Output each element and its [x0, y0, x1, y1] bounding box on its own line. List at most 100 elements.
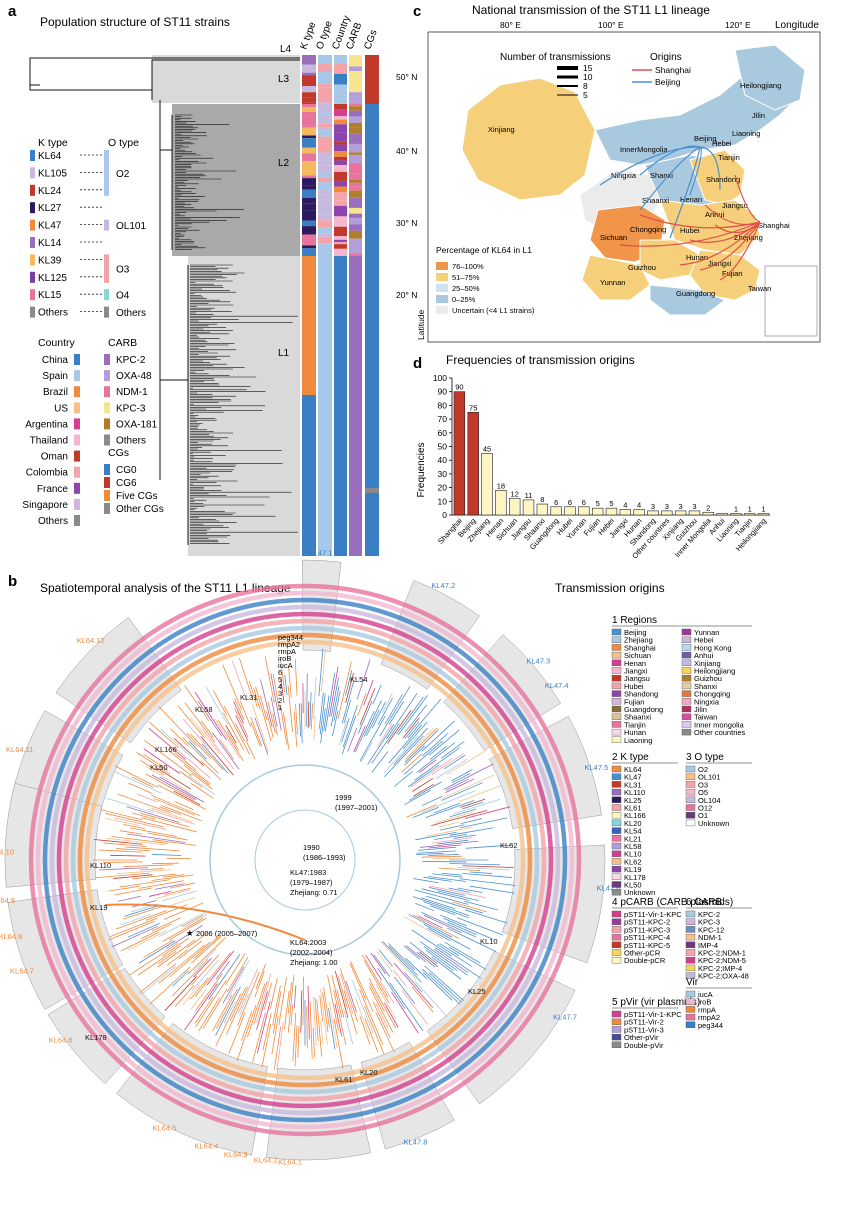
tree-branch [155, 884, 185, 890]
annotation-cell [302, 178, 316, 186]
province-label: InnerMongolia [620, 145, 668, 154]
tree-branch [270, 978, 277, 1009]
legend-label: Double-pVir [624, 1041, 664, 1050]
tree-branch [422, 861, 466, 862]
legend-swatch [612, 629, 621, 635]
tree-branch [188, 775, 215, 795]
tree-branch [342, 681, 354, 723]
tree-branch [454, 835, 477, 838]
annotation-cell [334, 109, 347, 116]
lat-tick-30: 30° N [396, 218, 417, 228]
y-tick-label: 80 [438, 400, 448, 410]
percentage-label: 25–50% [452, 284, 480, 293]
legend-swatch [686, 965, 695, 971]
tree-branch [470, 872, 492, 874]
tree-branch [265, 656, 274, 703]
panel-d: d Frequencies of transmission origins Fr… [413, 353, 770, 560]
legend-swatch [686, 774, 695, 780]
legend-swatch [612, 874, 621, 880]
tree-branch [416, 853, 444, 854]
tree-branch [461, 799, 486, 807]
bar [661, 511, 672, 515]
tree-branch [415, 748, 460, 781]
annotation-cell [334, 172, 347, 181]
tree-branch [446, 779, 468, 790]
annotation-cell [334, 133, 347, 142]
legend-label: peg344 [698, 1021, 723, 1030]
annotation-cell [349, 224, 362, 231]
legend-swatch [30, 254, 35, 265]
province-label: Taiwan [748, 284, 771, 293]
annotation-cell [318, 220, 332, 227]
tree-branch [388, 710, 412, 743]
annotation-cell [349, 134, 362, 144]
y-tick-label: 10 [438, 496, 448, 506]
annotation-cell [334, 165, 347, 172]
tree-branch [450, 809, 476, 817]
tree-branch [301, 990, 302, 1032]
tree-branch [449, 863, 500, 864]
lon-tick-100: 100° E [598, 20, 624, 30]
annotation-cell [349, 251, 362, 253]
tree-branch [106, 798, 153, 813]
annotation-cell [334, 116, 347, 119]
annotation-cell [302, 107, 316, 111]
tree-branch [295, 659, 297, 696]
legend-swatch [612, 691, 621, 697]
tree-branch [189, 741, 207, 759]
node-state-prob: Zhejiang: 0.71 [290, 888, 338, 897]
tree-branch [291, 1004, 293, 1025]
clade-label-kl64: KL64.5 [152, 1124, 176, 1133]
tree-branch [372, 723, 400, 763]
legend-swatch [74, 418, 80, 429]
legend-swatch [104, 477, 110, 488]
annotation-cell [302, 256, 316, 395]
bar-data-label: 6 [568, 498, 572, 507]
legend-swatch [612, 1011, 621, 1017]
legend-swatch [612, 660, 621, 666]
annotation-cell [349, 256, 362, 556]
tree-branch [390, 983, 423, 1031]
bar-data-label: 1 [734, 505, 738, 514]
tree-branch [443, 764, 494, 790]
bar [675, 511, 686, 515]
legend-swatch [612, 820, 621, 826]
annotation-cell [318, 157, 332, 160]
annotation-cell [318, 128, 332, 131]
annotation-cell [334, 74, 347, 85]
annotation-cell [318, 160, 332, 166]
annotation-cell [349, 197, 362, 208]
legend-swatch [682, 660, 691, 666]
legend-label: Others [116, 436, 146, 447]
annotation-cell [334, 249, 347, 256]
tree-branch [381, 941, 416, 979]
annotation-cell [318, 152, 332, 157]
panel-a-title: Population structure of ST11 strains [40, 15, 230, 29]
y-tick-label: 90 [438, 387, 448, 397]
node-ktype-label: KL58 [195, 705, 213, 714]
annotation-cell [349, 152, 362, 155]
tree-branch [461, 819, 482, 824]
tree-branch [405, 790, 431, 804]
annotation-cell [334, 187, 347, 193]
clade-label-kl47: KL47.3 [526, 657, 550, 666]
legend-swatch [686, 934, 695, 940]
tree-branch [237, 1005, 256, 1061]
legend-swatch [612, 889, 621, 895]
y-tick-label: 100 [433, 373, 447, 383]
province-label: Yunnan [600, 278, 625, 287]
bar [689, 511, 700, 515]
lat-tick-20: 20° N [396, 290, 417, 300]
bar-data-label: 1 [761, 505, 765, 514]
province-label: Guizhou [628, 263, 656, 272]
bar-data-label: 3 [651, 502, 655, 511]
tree-branch [120, 831, 143, 835]
annotation-cell [349, 55, 362, 60]
node-date-label: KL64:2003 [290, 938, 326, 947]
legend-swatch [612, 1026, 621, 1032]
bar [578, 507, 589, 515]
legend-swatch [686, 820, 695, 826]
annotation-cell [302, 138, 316, 148]
legend-swatch [612, 882, 621, 888]
tree-branch [307, 673, 308, 726]
